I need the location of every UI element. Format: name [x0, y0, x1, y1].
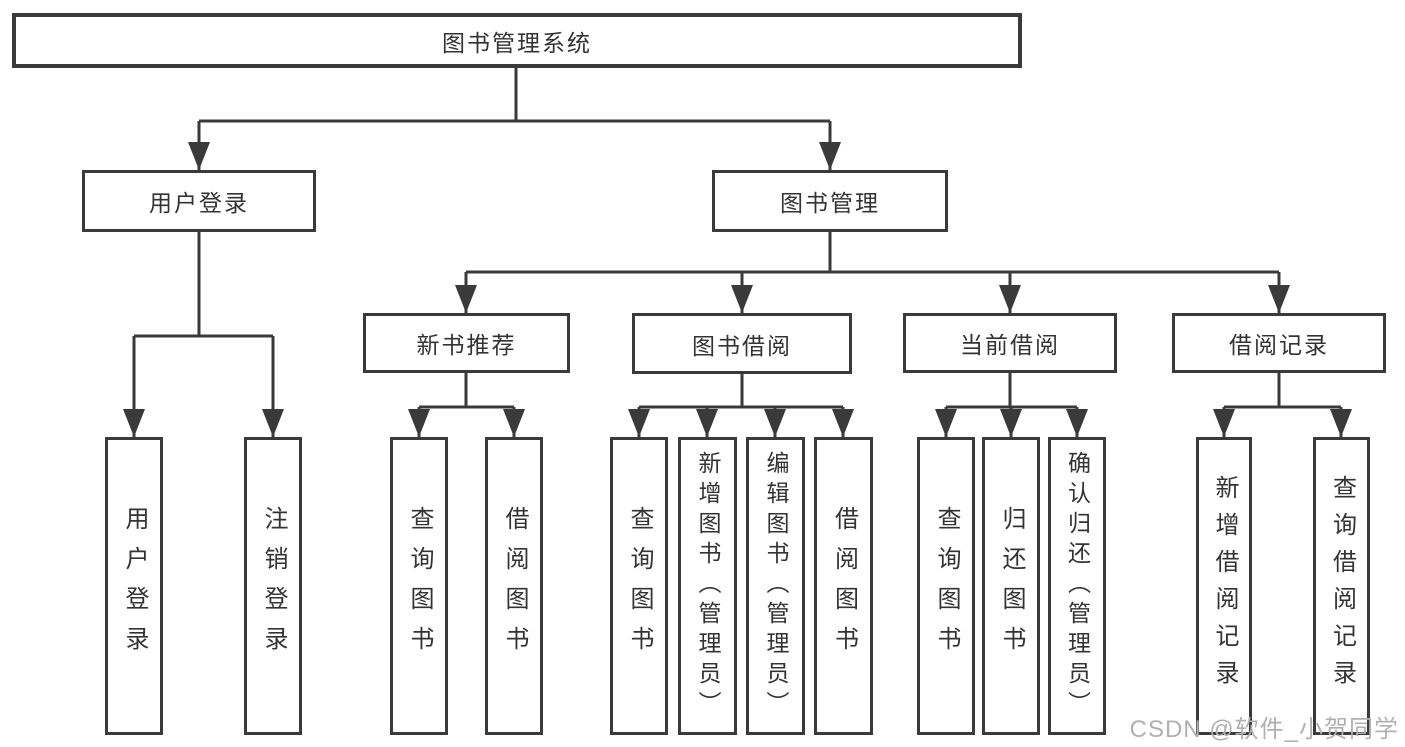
leaf-query-borrow-record-label: 查询借阅记录: [1328, 475, 1356, 697]
arrowhead-icon: [935, 409, 957, 437]
node-root-label: 图书管理系统: [442, 29, 592, 56]
node-user-login-label: 用户登录: [149, 190, 249, 216]
leaf-return-books-label: 归还图书: [998, 506, 1025, 666]
leaf-borrow-books-borrow-label: 借阅图书: [830, 506, 858, 666]
watermark: CSDN @软件_小贺同学: [1129, 716, 1399, 743]
node-book-management: 图书管理: [712, 170, 948, 232]
leaf-add-borrow-record-label: 新增借阅记录: [1211, 475, 1238, 697]
leaf-confirm-return-admin: 确认归还（管理员）: [1048, 437, 1106, 735]
leaf-query-books-borrow-label: 查询图书: [626, 506, 653, 666]
leaf-query-borrow-record: 查询借阅记录: [1313, 437, 1370, 735]
leaf-user-login: 用户登录: [105, 437, 163, 735]
leaf-edit-books-admin-label: 编辑图书（管理员）: [763, 451, 789, 721]
node-borrow-records: 借阅记录: [1172, 313, 1386, 373]
node-new-book-recommend: 新书推荐: [363, 313, 570, 373]
node-book-management-label: 图书管理: [780, 190, 880, 216]
arrowhead-icon: [819, 142, 841, 170]
leaf-query-books-current: 查询图书: [917, 437, 975, 735]
node-book-borrow: 图书借阅: [632, 313, 852, 374]
arrowhead-icon: [1000, 409, 1022, 437]
arrowhead-icon: [503, 409, 525, 437]
leaf-query-books-current-label: 查询图书: [933, 506, 960, 666]
connector-path: [132, 68, 1343, 437]
leaf-borrow-books-recommend: 借阅图书: [485, 437, 543, 735]
arrowhead-icon: [262, 409, 284, 437]
arrowhead-icon: [1330, 409, 1352, 437]
node-new-book-recommend-label: 新书推荐: [416, 332, 517, 358]
leaf-logout-label: 注销登录: [260, 506, 287, 666]
node-root: 图书管理系统: [12, 13, 1022, 68]
leaf-confirm-return-admin-label: 确认归还（管理员）: [1064, 451, 1091, 721]
arrowhead-icon: [1213, 409, 1235, 437]
arrowhead-icon: [731, 285, 753, 313]
arrowhead-icon: [123, 409, 145, 437]
leaf-borrow-books-recommend-label: 借阅图书: [501, 506, 528, 666]
leaf-edit-books-admin: 编辑图书（管理员）: [746, 437, 805, 735]
node-borrow-records-label: 借阅记录: [1229, 332, 1329, 358]
arrowhead-icon: [999, 285, 1021, 313]
connector-paths: [132, 68, 1343, 437]
leaf-return-books: 归还图书: [982, 437, 1040, 735]
leaf-add-borrow-record: 新增借阅记录: [1196, 437, 1252, 735]
leaf-user-login-label: 用户登录: [121, 506, 148, 666]
node-current-borrow-label: 当前借阅: [960, 332, 1060, 358]
arrowhead-icon: [832, 409, 854, 437]
leaf-logout: 注销登录: [244, 437, 302, 735]
arrowhead-icon: [696, 409, 718, 437]
arrowheads: [123, 142, 1352, 437]
arrowhead-icon: [1066, 409, 1088, 437]
leaf-query-books-recommend: 查询图书: [390, 437, 448, 735]
node-book-borrow-label: 图书借阅: [692, 332, 792, 359]
leaf-add-books-admin: 新增图书（管理员）: [678, 437, 737, 735]
arrowhead-icon: [764, 409, 786, 437]
arrowhead-icon: [455, 285, 477, 313]
leaf-query-books-borrow: 查询图书: [610, 437, 668, 735]
node-user-login: 用户登录: [82, 170, 316, 232]
arrowhead-icon: [1268, 285, 1290, 313]
node-current-borrow: 当前借阅: [903, 313, 1117, 373]
arrowhead-icon: [188, 142, 210, 170]
leaf-borrow-books-borrow: 借阅图书: [814, 437, 873, 735]
arrowhead-icon: [408, 409, 430, 437]
arrowhead-icon: [628, 409, 650, 437]
leaf-add-books-admin-label: 新增图书（管理员）: [695, 451, 721, 721]
leaf-query-books-recommend-label: 查询图书: [406, 506, 433, 666]
